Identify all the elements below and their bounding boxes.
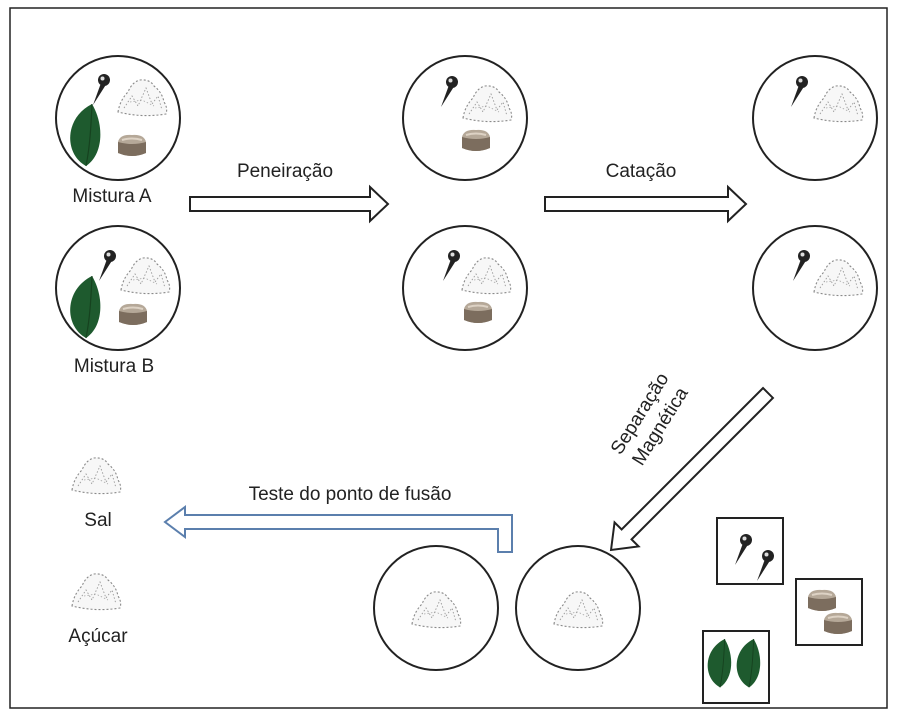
magnetic-arrow — [609, 386, 775, 552]
stone-icon — [823, 611, 853, 635]
stone-icon — [463, 300, 493, 324]
melting-left-container — [373, 545, 499, 671]
stone-icon — [117, 133, 147, 157]
melting-right-container — [515, 545, 641, 671]
sieved-top-container — [402, 55, 528, 181]
melting-point-step-label: Teste do ponto de fusão — [249, 484, 452, 505]
picking-step-label: Catação — [606, 161, 677, 182]
picking-arrow — [544, 184, 748, 224]
leaves-box — [702, 630, 770, 704]
salt-crystal-icon — [71, 457, 122, 495]
sugar-crystal-icon — [71, 573, 122, 611]
stone-icon — [118, 302, 148, 326]
sieved-bottom-container — [402, 225, 528, 351]
picked-bottom-container — [752, 225, 878, 351]
stone-icon — [461, 128, 491, 152]
stone-icon — [807, 588, 837, 612]
melting-point-arrow — [163, 505, 513, 553]
stones-box — [795, 578, 863, 646]
diagram-frame — [9, 7, 888, 709]
mixture-a-container — [55, 55, 181, 181]
mixture-a-label: Mistura A — [72, 186, 152, 207]
sugar-label: Açúcar — [68, 626, 128, 647]
nails-box — [716, 517, 784, 585]
sieving-step-label: Peneiração — [237, 161, 333, 182]
sieving-arrow — [189, 184, 390, 224]
picked-top-container — [752, 55, 878, 181]
mixture-b-label: Mistura B — [74, 356, 154, 377]
salt-label: Sal — [84, 510, 111, 531]
mixture-b-container — [55, 225, 181, 351]
